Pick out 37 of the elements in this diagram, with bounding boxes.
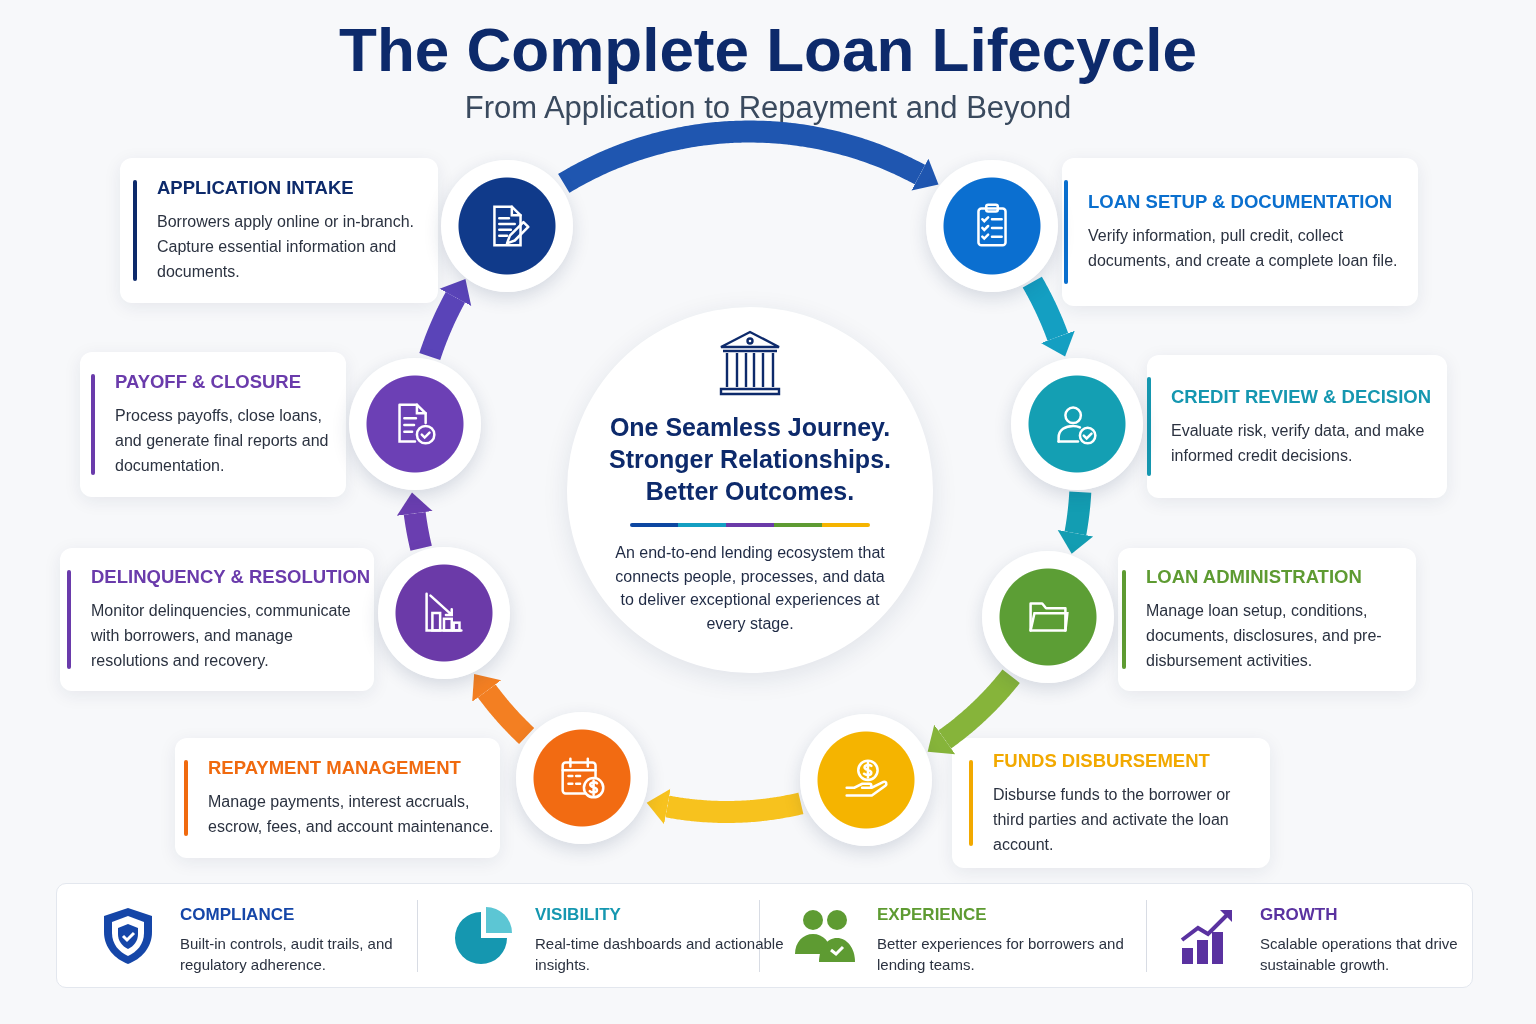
stage-title: LOAN SETUP & DOCUMENTATION xyxy=(1088,191,1394,213)
center-description: An end-to-end lending ecosystem that connects people, processes, and data to deliver exceptional experiences at every stage. xyxy=(614,543,886,634)
feature-title: VISIBILITY xyxy=(535,904,622,926)
title: The Complete Loan Lifecycle xyxy=(339,15,1197,84)
stage-description: Evaluate risk, verify data, and make informed credit decisions. xyxy=(1171,420,1426,466)
feature-title: COMPLIANCE xyxy=(180,904,296,926)
stage-card xyxy=(1062,158,1418,306)
subtitle: From Application to Repayment and Beyond xyxy=(464,90,1072,125)
stage-title: APPLICATION INTAKE xyxy=(157,177,355,199)
stage-card xyxy=(60,548,374,691)
feature-panel xyxy=(56,883,1473,988)
stage-card xyxy=(175,738,500,858)
stage-card xyxy=(120,158,438,303)
stage-description: Borrowers apply online or in-branch. Capture essential information and documents. xyxy=(157,212,415,282)
feature-description: Real-time dashboards and actionable insights. xyxy=(535,934,785,975)
stage-description: Verify information, pull credit, collect documents, and create a complete loan file. xyxy=(1088,226,1399,271)
feature-description: Scalable operations that drive sustainable growth. xyxy=(1260,934,1459,975)
feature-description: Better experiences for borrowers and lending teams. xyxy=(877,934,1125,975)
stage-description: Manage payments, interest accruals, escrow, fees, and account maintenance. xyxy=(208,792,495,837)
stage-title: LOAN ADMINISTRATION xyxy=(1146,566,1363,588)
stage-description: Process payoffs, close loans, and generate final reports and documentation. xyxy=(115,406,330,476)
stage-title: DELINQUENCY & RESOLUTION xyxy=(91,566,369,588)
feature-title: EXPERIENCE xyxy=(877,904,988,926)
feature-description: Built-in controls, audit trails, and regulatory adherence. xyxy=(180,934,394,975)
feature-title: GROWTH xyxy=(1260,904,1339,926)
stage-title: PAYOFF & CLOSURE xyxy=(115,371,303,393)
stage-description: Disburse funds to the borrower or third parties and activate the loan account. xyxy=(993,784,1232,855)
stage-description: Manage loan setup, conditions, documents, disclosures, and pre-disbursement activities. xyxy=(1146,601,1383,671)
stage-title: FUNDS DISBURSEMENT xyxy=(993,749,1211,772)
stage-card xyxy=(952,738,1270,868)
stage-card xyxy=(80,352,346,497)
stage-description: Monitor delinquencies, communicate with borrowers, and manage resolutions and recovery. xyxy=(91,601,352,671)
center-heading: One Seamless Journey. Stronger Relationships. Better Outcomes. xyxy=(608,412,892,507)
stage-card xyxy=(1147,355,1447,498)
stage-card xyxy=(1118,548,1416,691)
stage-title: REPAYMENT MANAGEMENT xyxy=(208,757,462,779)
stage-title: CREDIT REVIEW & DECISION xyxy=(1171,385,1433,408)
